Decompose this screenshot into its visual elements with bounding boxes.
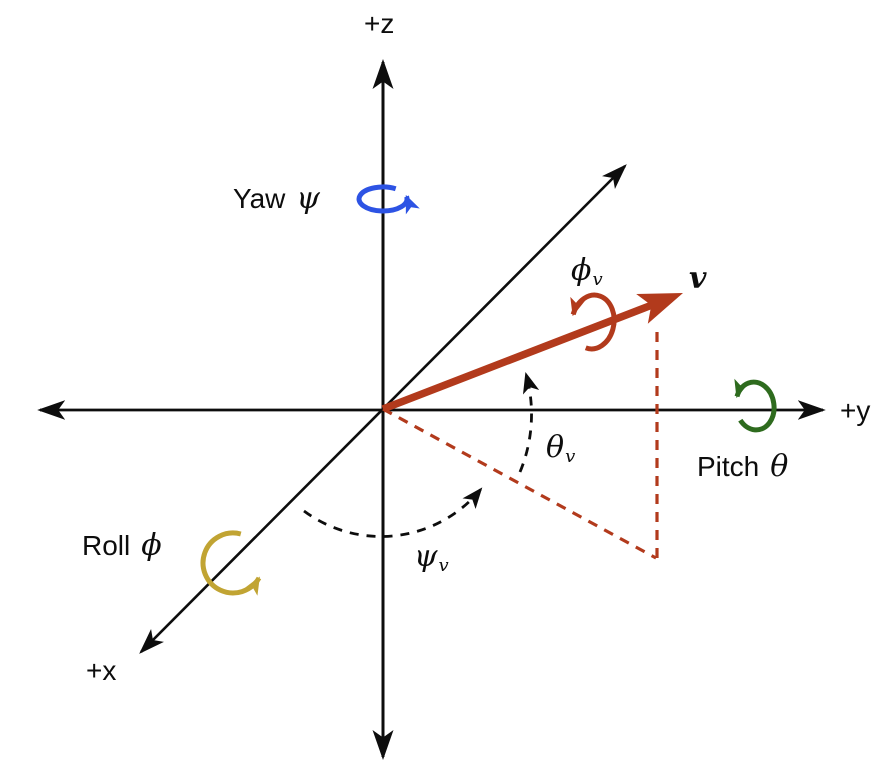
pitch-rotation-arrow-icon: [734, 378, 777, 433]
velocity-vector-arrowhead: [636, 293, 683, 324]
theta-v-symbol: θ: [546, 430, 565, 465]
phi-v-subscript: v: [592, 269, 603, 290]
yaw-rotation-arrow-icon: [356, 184, 420, 215]
theta-v-label: θv: [546, 430, 576, 468]
roll-symbol: ϕ: [141, 528, 162, 563]
theta-v-subscript: v: [565, 446, 576, 467]
x-axis-label-text: +x: [86, 655, 117, 686]
velocity-vector-label: v: [689, 261, 707, 297]
psi-v-symbol: ψ: [414, 539, 438, 574]
psi-v-label: ψv: [414, 539, 449, 577]
projection-horizontal-dashed-line: [382, 407, 657, 560]
yaw-symbol: ψ: [296, 181, 320, 216]
theta-v-angle-arc: [518, 371, 540, 473]
psi-v-angle-arc: [303, 487, 483, 538]
x-axis-label: +x: [86, 655, 116, 687]
roll-word: Roll: [82, 530, 131, 561]
velocity-vector-label-text: v: [689, 261, 707, 296]
phi-v-symbol: ϕ: [571, 253, 592, 288]
yaw-word: Yaw: [233, 183, 286, 214]
pitch-symbol: θ: [770, 449, 789, 484]
velocity-vector-shaft: [381, 301, 654, 413]
psi-v-subscript: v: [438, 555, 449, 576]
roll-rotation-arrow-icon: [200, 530, 262, 596]
phi-v-label: ϕv: [571, 253, 603, 291]
pitch-word: Pitch: [697, 451, 760, 482]
z-axis-label-text: +z: [364, 8, 395, 39]
phi-v-rotation-arrow-icon: [570, 292, 617, 352]
y-axis-label-text: +y: [840, 395, 871, 426]
z-axis-label: +z: [364, 8, 394, 40]
y-axis-label: +y: [840, 395, 870, 427]
